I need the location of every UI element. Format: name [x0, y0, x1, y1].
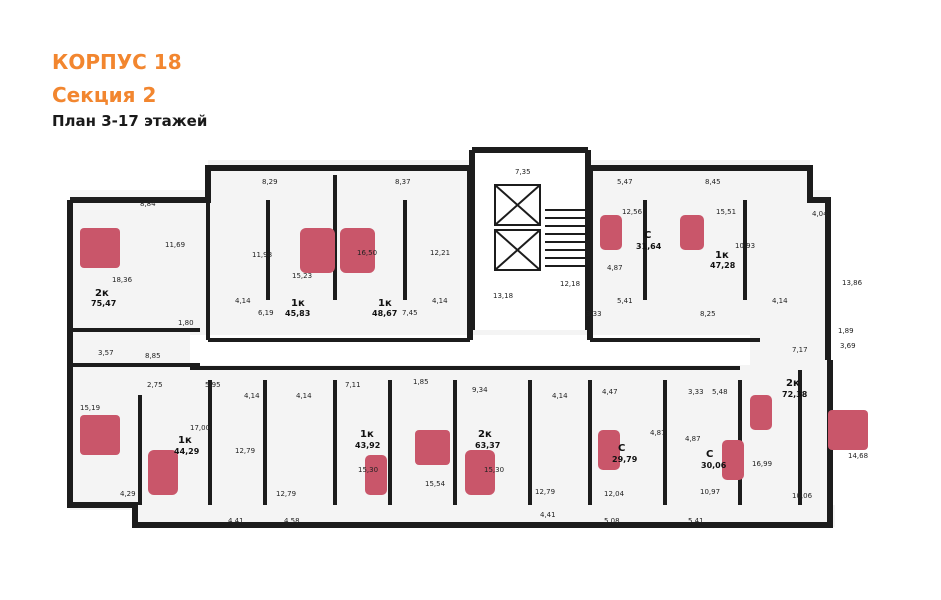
unit-area-label: 29,79 [612, 455, 638, 464]
room-label: 3,33 [586, 310, 602, 318]
room-label: 8,25 [700, 310, 716, 318]
room-label: 11,69 [165, 241, 185, 249]
room-label: 4,47 [602, 388, 618, 396]
room-label: 11,98 [252, 251, 272, 259]
unit-type-label: 1к [715, 250, 729, 261]
unit-type-label: 1к [378, 298, 392, 309]
room-label: 16,99 [752, 460, 772, 468]
room-label: 1,85 [413, 378, 429, 386]
room-label: 7,45 [402, 309, 418, 317]
room-label: 8,84 [140, 200, 156, 208]
room-label: 14,68 [848, 452, 868, 460]
room-label: 4,14 [244, 392, 260, 400]
room-label: 8,37 [395, 178, 411, 186]
unit-type-label: 2к [95, 288, 109, 299]
unit-type-label: С [644, 230, 651, 241]
room-label: 12,18 [560, 280, 580, 288]
room-label: 5,08 [604, 517, 620, 525]
room-label: 5,47 [617, 178, 633, 186]
room-label: 15,54 [425, 480, 446, 488]
room-label: 4,04 [812, 210, 828, 218]
building-title: КОРПУС 18 [52, 50, 182, 74]
room-label: 12,79 [235, 447, 255, 455]
room-label: 4,87 [650, 429, 666, 437]
room-label: 3,57 [98, 349, 114, 357]
room-label: 1,89 [838, 327, 854, 335]
room-label: 7,35 [515, 168, 531, 176]
unit-type-label: 1к [360, 429, 374, 440]
room-label: 13,86 [842, 279, 863, 287]
unit-area-label: 63,37 [475, 441, 500, 450]
room-labels: 8,84 8,29 8,37 7,35 5,47 8,45 4,04 11,69… [80, 168, 868, 525]
room-label: 15,30 [358, 466, 378, 474]
outer-walls [67, 147, 833, 528]
room-label: 12,04 [604, 490, 625, 498]
room-label: 4,87 [607, 264, 623, 272]
room-label: 13,18 [493, 292, 513, 300]
room-label: 12,21 [430, 249, 450, 257]
room-label: 7,11 [345, 381, 361, 389]
unit-type-label: 2к [478, 429, 492, 440]
room-label: 12,56 [622, 208, 643, 216]
room-label: 5,48 [712, 388, 728, 396]
room-label: 4,41 [228, 517, 244, 525]
unit-area-label: 72,38 [782, 390, 808, 399]
room-label: 18,36 [112, 276, 133, 284]
room-label: 8,29 [262, 178, 278, 186]
floor-plan-subtitle: План 3-17 этажей [52, 112, 208, 130]
room-label: 10,97 [700, 488, 720, 496]
unit-type-label: С [706, 449, 713, 460]
unit-area-label: 31,64 [636, 242, 662, 251]
room-label: 5,41 [617, 297, 633, 305]
room-label: 8,85 [145, 352, 161, 360]
room-label: 15,51 [716, 208, 736, 216]
room-label: 5,41 [688, 517, 704, 525]
room-label: 6,19 [258, 309, 274, 317]
room-label: 4,14 [552, 392, 568, 400]
unit-area-label: 48,67 [372, 309, 397, 318]
room-label: 4,14 [432, 297, 448, 305]
interior-walls [70, 175, 802, 505]
unit-labels: 2к 75,47 1к 45,83 1к 48,67 С 31,64 1к 47… [91, 230, 808, 470]
room-label: 8,45 [705, 178, 721, 186]
unit-type-label: С [618, 443, 625, 454]
furniture [80, 215, 868, 495]
room-label: 15,19 [80, 404, 100, 412]
room-label: 10,06 [792, 492, 813, 500]
unit-type-label: 2к [786, 378, 800, 389]
room-label: 9,34 [472, 386, 488, 394]
room-label: 15,30 [484, 466, 504, 474]
room-label: 4,29 [120, 490, 136, 498]
room-label: 3,33 [688, 388, 704, 396]
unit-area-label: 44,29 [174, 447, 200, 456]
room-label: 10,93 [735, 242, 755, 250]
room-label: 1,80 [178, 319, 194, 327]
room-label: 15,23 [292, 272, 312, 280]
room-label: 4,14 [235, 297, 251, 305]
room-label: 12,79 [276, 490, 296, 498]
room-label: 2,75 [147, 381, 163, 389]
unit-type-label: 1к [178, 435, 192, 446]
room-label: 5,95 [205, 381, 221, 389]
staircase [545, 209, 585, 267]
room-label: 4,87 [685, 435, 701, 443]
unit-area-label: 47,28 [710, 261, 736, 270]
room-label: 4,14 [296, 392, 312, 400]
room-label: 3,69 [840, 342, 856, 350]
room-label: 7,17 [792, 346, 808, 354]
unit-area-label: 30,06 [701, 461, 727, 470]
room-label: 12,79 [535, 488, 555, 496]
unit-area-label: 75,47 [91, 299, 116, 308]
unit-area-label: 45,83 [285, 309, 310, 318]
room-label: 4,58 [284, 517, 300, 525]
stair-elevator-core [494, 184, 585, 271]
unit-type-label: 1к [291, 298, 305, 309]
unit-area-label: 43,92 [355, 441, 380, 450]
room-label: 17,00 [190, 424, 210, 432]
room-label: 4,14 [772, 297, 788, 305]
room-label: 4,41 [540, 511, 556, 519]
section-title: Секция 2 [52, 83, 157, 107]
room-label: 16,50 [357, 249, 377, 257]
